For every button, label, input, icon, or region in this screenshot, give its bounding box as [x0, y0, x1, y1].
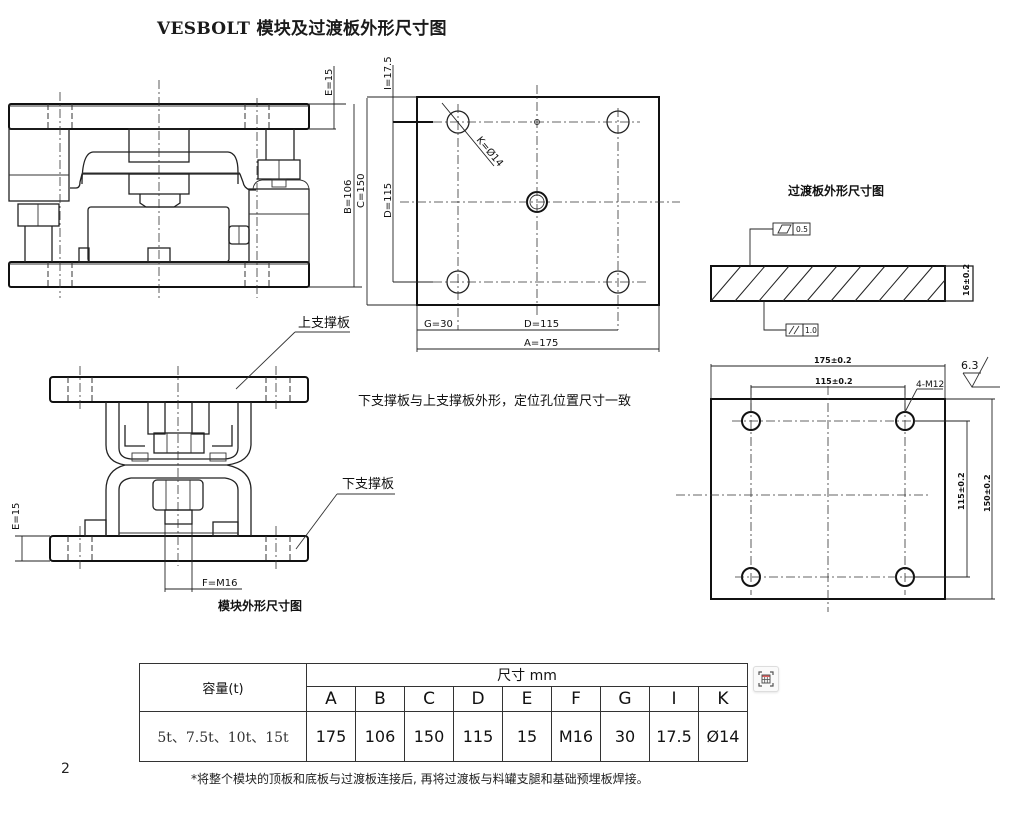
- center-note: 下支撑板与上支撑板外形，定位孔位置尺寸一致: [358, 394, 631, 409]
- page-number: 2: [61, 761, 70, 777]
- label-upper-support-plate: 上支撑板: [298, 316, 350, 331]
- section-hatch-line: [758, 265, 790, 302]
- column-header-i: I: [649, 686, 699, 712]
- adapter-hole-callout: 4-M12: [916, 380, 944, 390]
- parallel-tolerance: 1.0: [805, 326, 817, 335]
- section-hatch-line: [902, 265, 934, 302]
- column-header-g: G: [600, 686, 650, 712]
- table-cell: 175: [306, 711, 356, 762]
- dimensions-table: 容量(t) 尺寸 mm A B C D E F G I K 5t、7.5t、10…: [139, 663, 748, 762]
- table-cell: Ø14: [698, 711, 748, 762]
- column-header-d: D: [453, 686, 503, 712]
- adapter-hole-spacing-v: 115±0.2: [957, 472, 966, 510]
- column-header-k: K: [698, 686, 748, 712]
- side-dim-e: E=15: [11, 503, 22, 530]
- plan-view-drawing: K=Ø14 I=17.5 D=115 G=30 D=115 A=175: [367, 56, 680, 352]
- table-cell: 15: [502, 711, 552, 762]
- section-hatch-line: [926, 279, 946, 302]
- adapter-height: 150±0.2: [983, 474, 992, 512]
- plan-dim-a: A=175: [524, 338, 558, 349]
- plan-dim-d-vertical: D=115: [383, 183, 394, 218]
- label-lower-support-plate: 下支撑板: [342, 477, 394, 492]
- section-hatch-line: [734, 265, 766, 302]
- table-extract-button[interactable]: [753, 666, 779, 692]
- footnote: *将整个模块的顶板和底板与过渡板连接后, 再将过渡板与料罐支腿和基础预埋板焊接。: [191, 772, 649, 786]
- capacity-value: 5t、7.5t、10t、15t: [139, 711, 307, 762]
- plan-dim-k: K=Ø14: [474, 134, 506, 169]
- capacity-header: 容量(t): [139, 663, 307, 712]
- column-header-c: C: [404, 686, 454, 712]
- table-cell: 106: [355, 711, 405, 762]
- side-view-caption: 模块外形尺寸图: [218, 598, 302, 613]
- table-icon: [758, 671, 774, 687]
- plan-dim-g: G=30: [424, 319, 453, 330]
- dimensions-group-header: 尺寸 mm: [306, 663, 748, 687]
- front-view-drawing: E=15 B=106 C=150: [8, 66, 368, 305]
- table-cell: 115: [453, 711, 503, 762]
- adapter-width: 175±0.2: [814, 356, 852, 365]
- section-hatch-line: [830, 265, 862, 302]
- plan-dim-i: I=17.5: [383, 56, 394, 90]
- section-hatch-line: [806, 265, 838, 302]
- column-header-a: A: [306, 686, 356, 712]
- column-header-e: E: [502, 686, 552, 712]
- section-hatch-line: [710, 265, 742, 302]
- adapter-thickness: 16±0.2: [962, 264, 971, 296]
- flatness-tolerance: 0.5: [796, 225, 808, 234]
- column-header-b: B: [355, 686, 405, 712]
- adapter-hole-spacing-h: 115±0.2: [815, 377, 853, 386]
- section-hatch-line: [854, 265, 886, 302]
- plan-dim-d-horizontal: D=115: [524, 319, 559, 330]
- column-header-f: F: [551, 686, 601, 712]
- section-hatch-line: [878, 265, 910, 302]
- side-dim-f: F=M16: [202, 578, 237, 589]
- section-hatch-line: [782, 265, 814, 302]
- table-cell: M16: [551, 711, 601, 762]
- table-cell: 17.5: [649, 711, 699, 762]
- adapter-plate-plan: 175±0.2 115±0.2 4-M12 6.3 115±0.2 150±0.…: [676, 356, 1000, 612]
- adapter-plate-section: 过渡板外形尺寸图 0.5 1.0 16±0.2: [710, 183, 974, 337]
- adapter-plate-title: 过渡板外形尺寸图: [788, 183, 884, 198]
- front-dim-e: E=15: [324, 69, 335, 96]
- front-dim-b: B=106: [343, 180, 354, 214]
- front-dim-c: C=150: [356, 174, 367, 208]
- table-cell: 150: [404, 711, 454, 762]
- page-title: VESBOLT 模块及过渡板外形尺寸图: [157, 19, 447, 39]
- side-view-drawing: F=M16 E=15 上支撑板 下支撑板 模块外形尺寸图: [11, 316, 395, 613]
- table-cell: 30: [600, 711, 650, 762]
- surface-roughness: 6.3: [961, 359, 979, 372]
- table-row: 5t、7.5t、10t、15t 175 106 150 115 15 M16 3…: [139, 711, 748, 762]
